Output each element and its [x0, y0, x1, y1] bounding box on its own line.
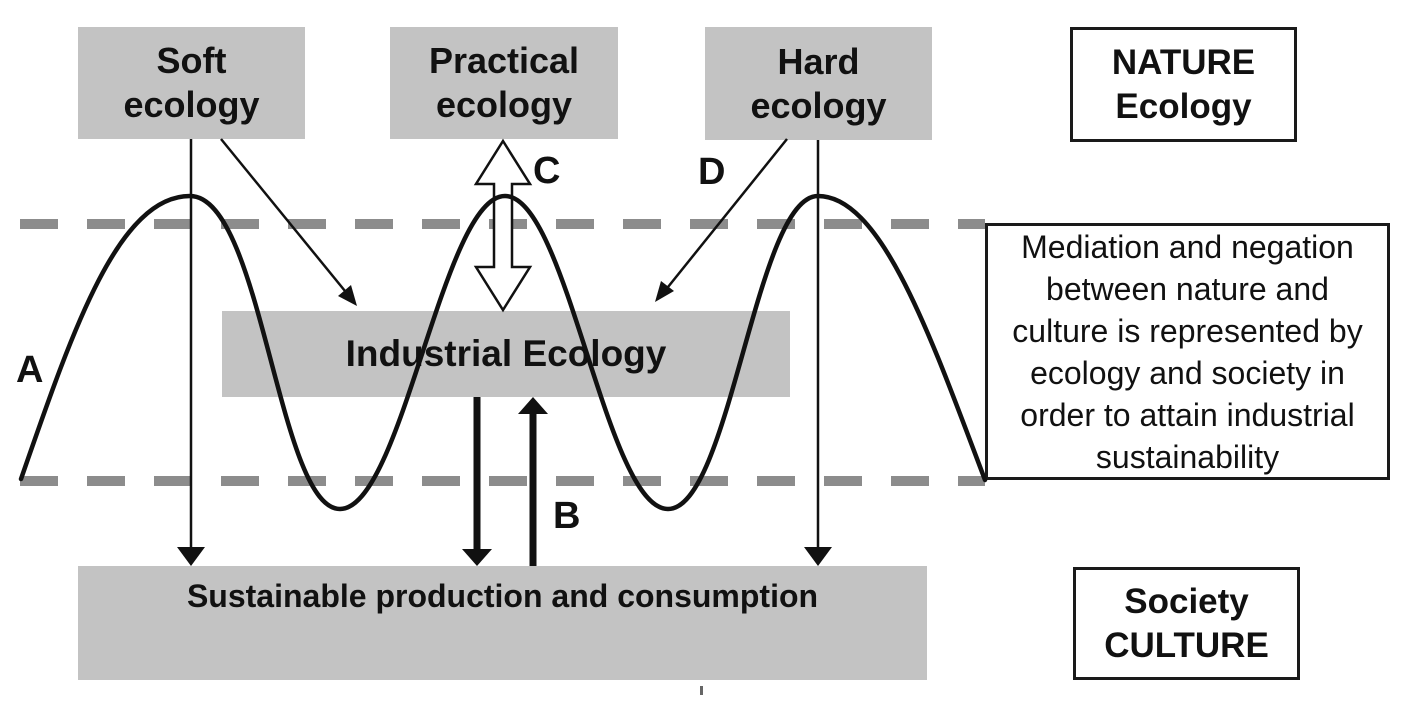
label-b: B: [553, 495, 581, 537]
practical-ecology-label-line2: ecology: [435, 84, 573, 125]
soft-ecology-label-line2: ecology: [123, 84, 260, 125]
industrial-to-sustainable-arrowhead: [462, 549, 492, 566]
label-a: A: [16, 349, 44, 391]
mediation-text-line5: order to attain industrial: [1020, 396, 1355, 433]
nature-label-line2: Ecology: [1115, 86, 1252, 126]
sustainable-production-box: Sustainable production and consumption: [78, 566, 927, 680]
double-headed-outline-arrow-c: [473, 138, 533, 313]
industrial-ecology-label: Industrial Ecology: [345, 333, 667, 374]
nature-ecology-box: NATURE Ecology: [1070, 27, 1297, 142]
mediation-text-line4: ecology and society in: [1030, 354, 1345, 391]
industrial-ecology-box: Industrial Ecology: [222, 311, 790, 397]
mediation-text-line2: between nature and: [1046, 270, 1329, 307]
mediation-text-line6: sustainability: [1095, 438, 1280, 475]
mediation-text-line1: Mediation and negation: [1021, 228, 1354, 265]
stray-mark: [700, 686, 703, 695]
nature-label-line1: NATURE: [1111, 42, 1256, 82]
society-culture-box: Society CULTURE: [1073, 567, 1300, 680]
soft-to-sustainable-arrowhead: [177, 547, 205, 566]
hard-ecology-box: Hard ecology: [705, 27, 932, 140]
sustainable-production-label: Sustainable production and consumption: [186, 578, 819, 614]
soft-ecology-label-line1: Soft: [156, 40, 227, 81]
label-c: C: [533, 150, 561, 192]
soft-to-industrial-arrowhead: [338, 285, 357, 306]
hard-ecology-label-line1: Hard: [777, 40, 860, 82]
mediation-note-box: Mediation and negation between nature an…: [985, 223, 1390, 480]
society-label-line2: CULTURE: [1104, 625, 1269, 665]
mediation-text-line3: culture is represented by: [1012, 312, 1363, 349]
label-d: D: [698, 151, 726, 193]
hard-to-sustainable-arrowhead: [804, 547, 832, 566]
society-label-line1: Society: [1124, 581, 1249, 621]
sustainable-to-industrial-arrowhead: [518, 397, 548, 414]
hard-to-industrial-arrow-shaft: [667, 138, 788, 288]
soft-ecology-box: Soft ecology: [78, 27, 305, 139]
hard-ecology-label-line2: ecology: [750, 84, 887, 126]
practical-ecology-box: Practical ecology: [390, 27, 618, 139]
practical-ecology-label-line1: Practical: [428, 40, 580, 81]
hard-to-industrial-arrowhead: [655, 281, 674, 302]
soft-to-industrial-arrow-shaft: [220, 138, 346, 292]
